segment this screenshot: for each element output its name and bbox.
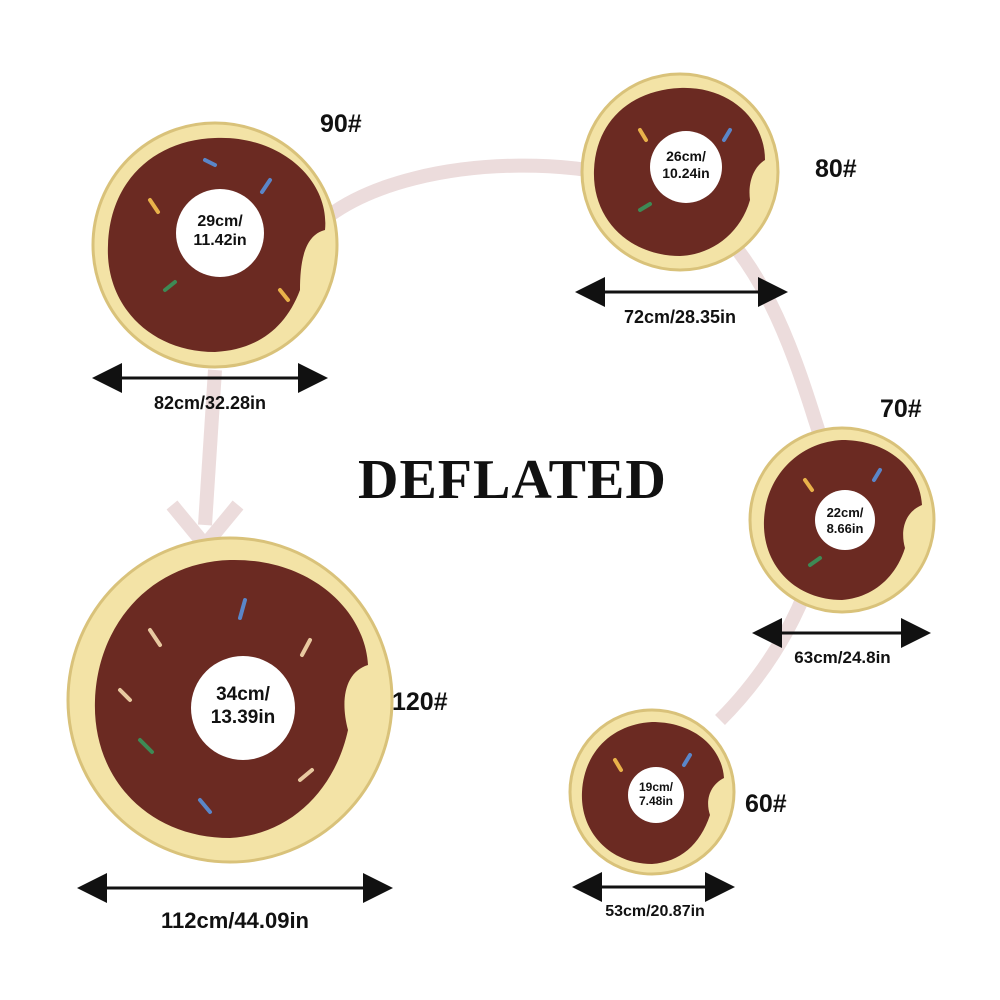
inner-in-70: 8.66in [826,520,864,536]
inner-cm-60: 19cm/ [638,780,674,794]
inner-diameter-60: 19cm/ 7.48in [628,780,684,809]
size-label-60: 60# [745,790,787,818]
size-label-70: 70# [880,395,922,423]
inner-in-90: 11.42in [193,232,247,250]
donut-80 [580,72,780,272]
inner-cm-120: 34cm/ [216,684,270,705]
inner-cm-70: 22cm/ [826,505,864,520]
inner-in-80: 10.24in [662,164,710,181]
donut-70 [748,426,936,614]
donut-90 [91,121,339,369]
inner-in-60: 7.48in [638,794,674,809]
inner-diameter-80: 26cm/ 10.24in [650,148,722,182]
flow-arrow-down [198,369,222,526]
size-label-120: 120# [392,688,448,716]
outer-diameter-70: 63cm/24.8in [794,648,891,667]
inner-diameter-120: 34cm/ 13.39in [195,684,291,730]
size-label-80: 80# [815,155,857,183]
inner-diameter-70: 22cm/ 8.66in [815,505,875,536]
outer-diameter-60: 53cm/20.87in [605,903,705,920]
inner-diameter-90: 29cm/ 11.42in [176,212,264,250]
outer-diameter-120: 112cm/44.09in [160,908,309,933]
page-title: DEFLATED [358,449,667,511]
inner-in-120: 13.39in [210,706,276,728]
outer-diameter-90: 82cm/32.28in [153,393,267,413]
inner-cm-80: 26cm/ [666,148,706,164]
outer-diameter-80: 72cm/28.35in [623,307,737,327]
donut-120 [66,536,394,864]
size-label-90: 90# [320,110,362,138]
sprinkles [118,128,882,814]
flow-arrow-path [325,158,834,725]
inner-cm-90: 29cm/ [197,213,243,230]
